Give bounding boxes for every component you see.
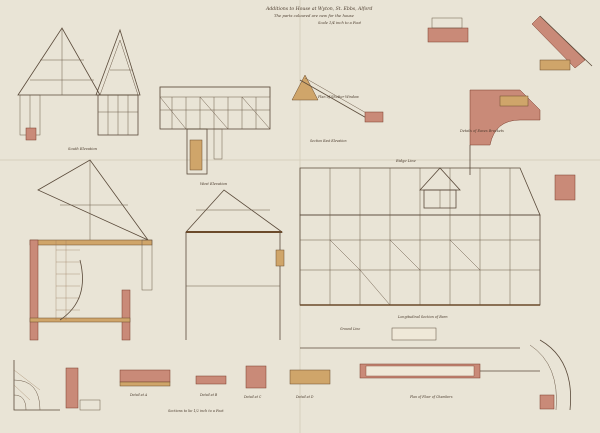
section-with-staircase: South Elevation [29,147,153,341]
section-east-label: Section East Elevation [310,139,347,143]
stair-plan-detail [13,360,60,411]
title-line-1: Additions to House at Wyton, St. Ebbs, A… [265,6,372,12]
sections-scale-label: Sections to be 1/2 inch to a Foot [168,409,224,413]
longitudinal-section: Ridge Line Longitudinal Section of Barn … [299,159,541,349]
longitudinal-section-label: Longitudinal Section of Barn [397,315,448,319]
title-line-3: Scale 1/4 inch to a Foot [318,21,362,25]
bottom-details: Detail at A Detail at B Detail at C Deta… [13,339,571,413]
ridge-label: Ridge Line [395,159,416,163]
south-elevation-label: South Elevation [68,147,98,151]
detail-d-section [289,369,331,385]
gable-elevation-top [95,28,141,136]
plan-shutter-label: Plan of Shutter Window [317,95,359,99]
timber-frame-elevation [159,86,271,175]
detail-b-section [195,375,227,385]
eaves-bracket-detail: Details of Eaves Brackets [427,15,593,201]
detail-c-label: Detail at C [243,395,262,399]
floor-plan-chambers: Plan of Floor of Chambers [359,339,571,411]
brick-pier-detail [65,367,79,409]
ground-line-label: Ground Line [340,327,360,331]
eaves-detail-label: Details of Eaves Brackets [459,129,504,133]
gable-elevation-top-left [17,27,101,141]
detail-d-label: Detail at D [295,395,314,399]
detail-b-label: Detail at B [199,393,218,397]
title-line-2: The parts coloured are new for the house [274,13,355,18]
title-block: Additions to House at Wyton, St. Ebbs, A… [265,6,372,25]
detail-a-label: Detail at A [129,393,148,397]
detail-c-section [245,365,267,389]
floor-plan-label: Plan of Floor of Chambers [409,395,453,399]
detail-a-section [119,369,171,383]
plan-shutter-window: Plan of Shutter Window Section East Elev… [291,74,384,143]
west-elevation-label: West Elevation [200,182,228,186]
cross-section-barn: West Elevation [185,182,285,340]
